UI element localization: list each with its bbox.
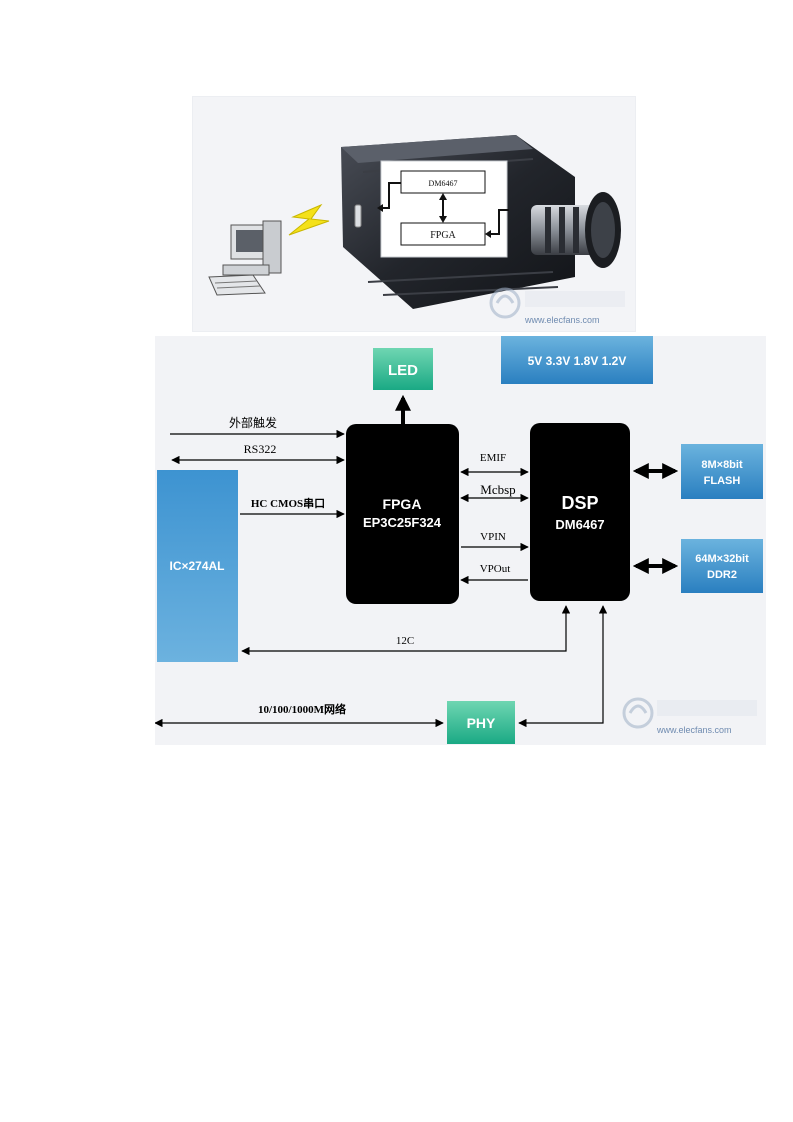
power-block [501,336,653,384]
sensor-label: IC×274AL [169,559,224,573]
led-label: LED [388,362,418,379]
flash-label-line2: FLASH [704,475,741,487]
watermark-logo [489,287,625,319]
vpout-label: VPOut [480,563,511,575]
computer-icon [208,220,282,296]
mcbsp-label: Mcbsp [480,482,515,497]
watermark-url: www.elecfans.com [524,315,600,325]
camera-illustration: DM6467 FPGA [208,135,625,325]
phy-label: PHY [467,715,496,731]
hc-cmos-label: HC CMOS串口 [251,496,325,510]
network-label: 10/100/1000M网络 [258,702,346,716]
emif-label: EMIF [480,452,506,464]
ddr2-label-line1: 64M×32bit [695,553,749,565]
dsp-label-line1: DSP [561,493,598,513]
sensor-block [157,470,238,662]
flash-block [681,444,763,499]
power-label: 5V 3.3V 1.8V 1.2V [528,354,627,368]
i2c-label: 12C [396,635,414,647]
camera-photo: DM6467 FPGA [192,96,636,332]
fpga-block [346,424,459,604]
fpga-label-line1: FPGA [383,496,422,512]
led-block [373,348,433,390]
flash-label-line1: 8M×8bit [701,459,743,471]
watermark-url: www.elecfans.com [656,725,732,735]
dsp-block [530,423,630,601]
dsp-label-line2: DM6467 [555,517,604,532]
wireless-bolt-icon [288,203,330,236]
vpin-label: VPIN [480,531,506,543]
rs322-label: RS322 [244,442,277,456]
camera-lens [531,192,621,268]
trigger-label: 外部触发 [229,415,277,430]
dsp-phy-line [518,605,608,728]
fpga-label-line2: EP3C25F324 [363,515,442,530]
block-diagram: LED 5V 3.3V 1.8V 1.2V FPGA EP3C25F324 DS… [154,336,766,745]
ddr2-label-line2: DDR2 [707,569,737,581]
ddr2-block [681,539,763,593]
phy-block [447,701,515,744]
antenna-icon [354,204,362,228]
photo-chip-fpga-label: FPGA [430,230,456,241]
watermark-logo [622,697,757,729]
block-diagram-svg: LED 5V 3.3V 1.8V 1.2V FPGA EP3C25F324 DS… [154,336,763,744]
photo-chip-dsp-label: DM6467 [429,179,458,188]
